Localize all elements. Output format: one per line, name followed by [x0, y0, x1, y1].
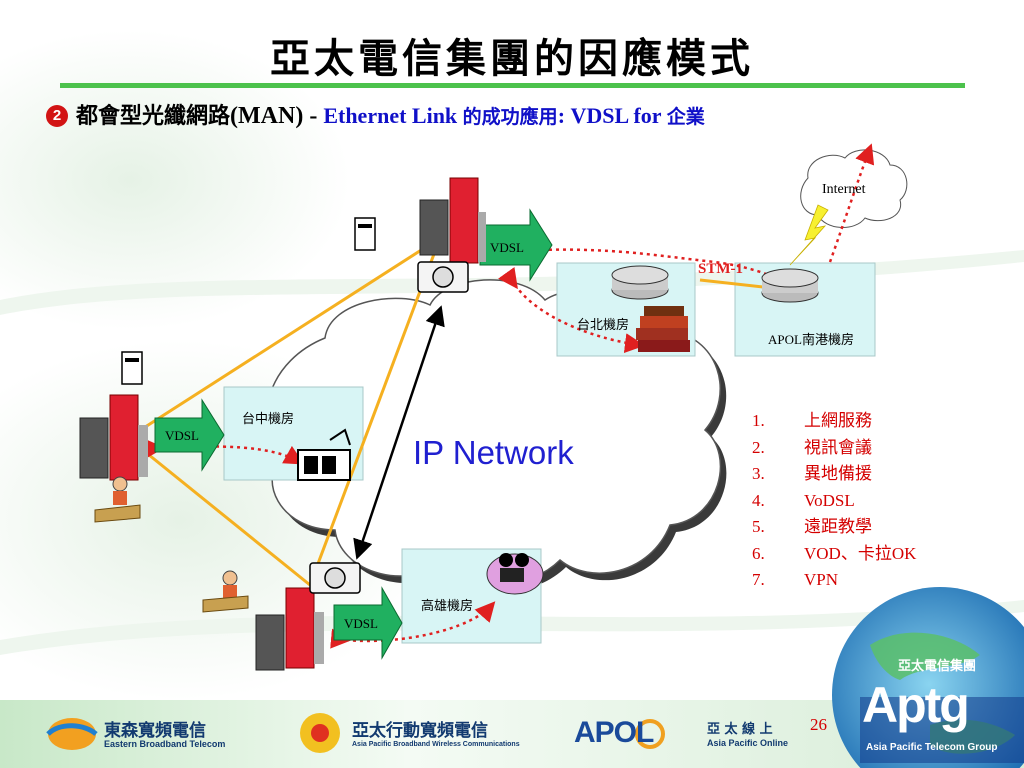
aptg-mark: Aptg: [862, 677, 970, 733]
subtitle-man-cn: 都會型光纖網路: [76, 103, 231, 129]
footer-ebt-en: Eastern Broadband Telecom: [104, 739, 226, 749]
footer-ebt-cn: 東森寬頻電信: [104, 721, 206, 741]
subtitle-man-abbr: (MAN) -: [230, 103, 324, 129]
title-underline: [60, 83, 965, 88]
subtitle-ethernet: Ethernet Link 的成功應用: VDSL for 企業: [323, 103, 705, 128]
video-film-icon: [297, 428, 351, 481]
footer-apol-cn: 亞 太 線 上: [707, 722, 773, 737]
vdsl-arrow-mid: [154, 398, 225, 472]
service-item: 3.異地備援: [752, 464, 872, 483]
server-icon-mid: [121, 351, 143, 385]
ebt-logo-icon: [48, 718, 96, 750]
router-icon-taipei: [611, 265, 669, 300]
slide-subtitle: 2 都會型光纖網路(MAN) - Ethernet Link 的成功應用: VDS…: [46, 98, 705, 130]
backbone-arrow: [353, 305, 445, 560]
building-icon-top: [419, 177, 486, 264]
building-icon-mid: [79, 394, 148, 481]
camera-icon-top: [417, 261, 469, 293]
user-at-desk-icon-bottom: [202, 570, 249, 613]
service-item: 5.遠距教學: [752, 517, 872, 536]
taichung-room-label: 台中機房: [242, 412, 295, 427]
user-at-desk-icon-mid: [94, 476, 141, 523]
vdsl-label-mid: VDSL: [165, 428, 199, 443]
aptg-en-label: Asia Pacific Telecom Group: [866, 742, 998, 753]
footer-apol-en: Asia Pacific Online: [707, 738, 789, 748]
camera-icon-bottom: [309, 562, 361, 594]
building-icon-bottom: [255, 587, 324, 671]
service-item: 1.上網服務: [752, 411, 872, 430]
service-item: 6.VOD、卡拉OK: [752, 543, 917, 563]
movie-camera-icon: [486, 553, 544, 595]
service-item: 4.VoDSL: [752, 490, 855, 510]
service-item: 2.視訊會議: [752, 437, 872, 457]
services-list: 1.上網服務 2.視訊會議 3.異地備援 4.VoDSL 5.遠距教學 6.VO…: [752, 408, 916, 594]
internet-label: Internet: [822, 182, 866, 197]
ip-network-label: IP Network: [413, 434, 574, 471]
footer-apol-mark: APOL: [574, 716, 654, 749]
slide-title: 亞太電信集團的因應模式: [270, 35, 754, 82]
apol-logo-ring: [635, 719, 665, 749]
kaohsiung-room-label: 高雄機房: [421, 599, 474, 614]
aptg-cn-label: 亞太電信集團: [898, 659, 977, 674]
vdsl-label-bottom: VDSL: [344, 616, 378, 631]
lightning-bolt-icon: [789, 204, 829, 266]
footer-apbw-en: Asia Pacific Broadband Wireless Communic…: [352, 741, 520, 748]
aptg-globe-logo: [832, 587, 1024, 768]
stm1-label: STM-1: [698, 261, 743, 277]
vdsl-arrow-top: [479, 208, 553, 282]
footer-apbw-cn: 亞太行動寬頻電信: [352, 721, 488, 741]
bullet-number: 2: [46, 105, 68, 127]
service-item: 7.VPN: [752, 570, 839, 589]
server-icon-top: [354, 217, 376, 251]
apol-room-label: APOL南港機房: [768, 332, 854, 347]
service-paths: [144, 143, 875, 649]
page-number: 26: [810, 715, 827, 734]
vdsl-arrow-bottom: [333, 586, 403, 660]
taipei-room-label: 台北機房: [577, 318, 630, 333]
books-icon: [636, 306, 690, 352]
router-icon-apol: [761, 268, 819, 303]
vdsl-label-top: VDSL: [490, 240, 524, 255]
